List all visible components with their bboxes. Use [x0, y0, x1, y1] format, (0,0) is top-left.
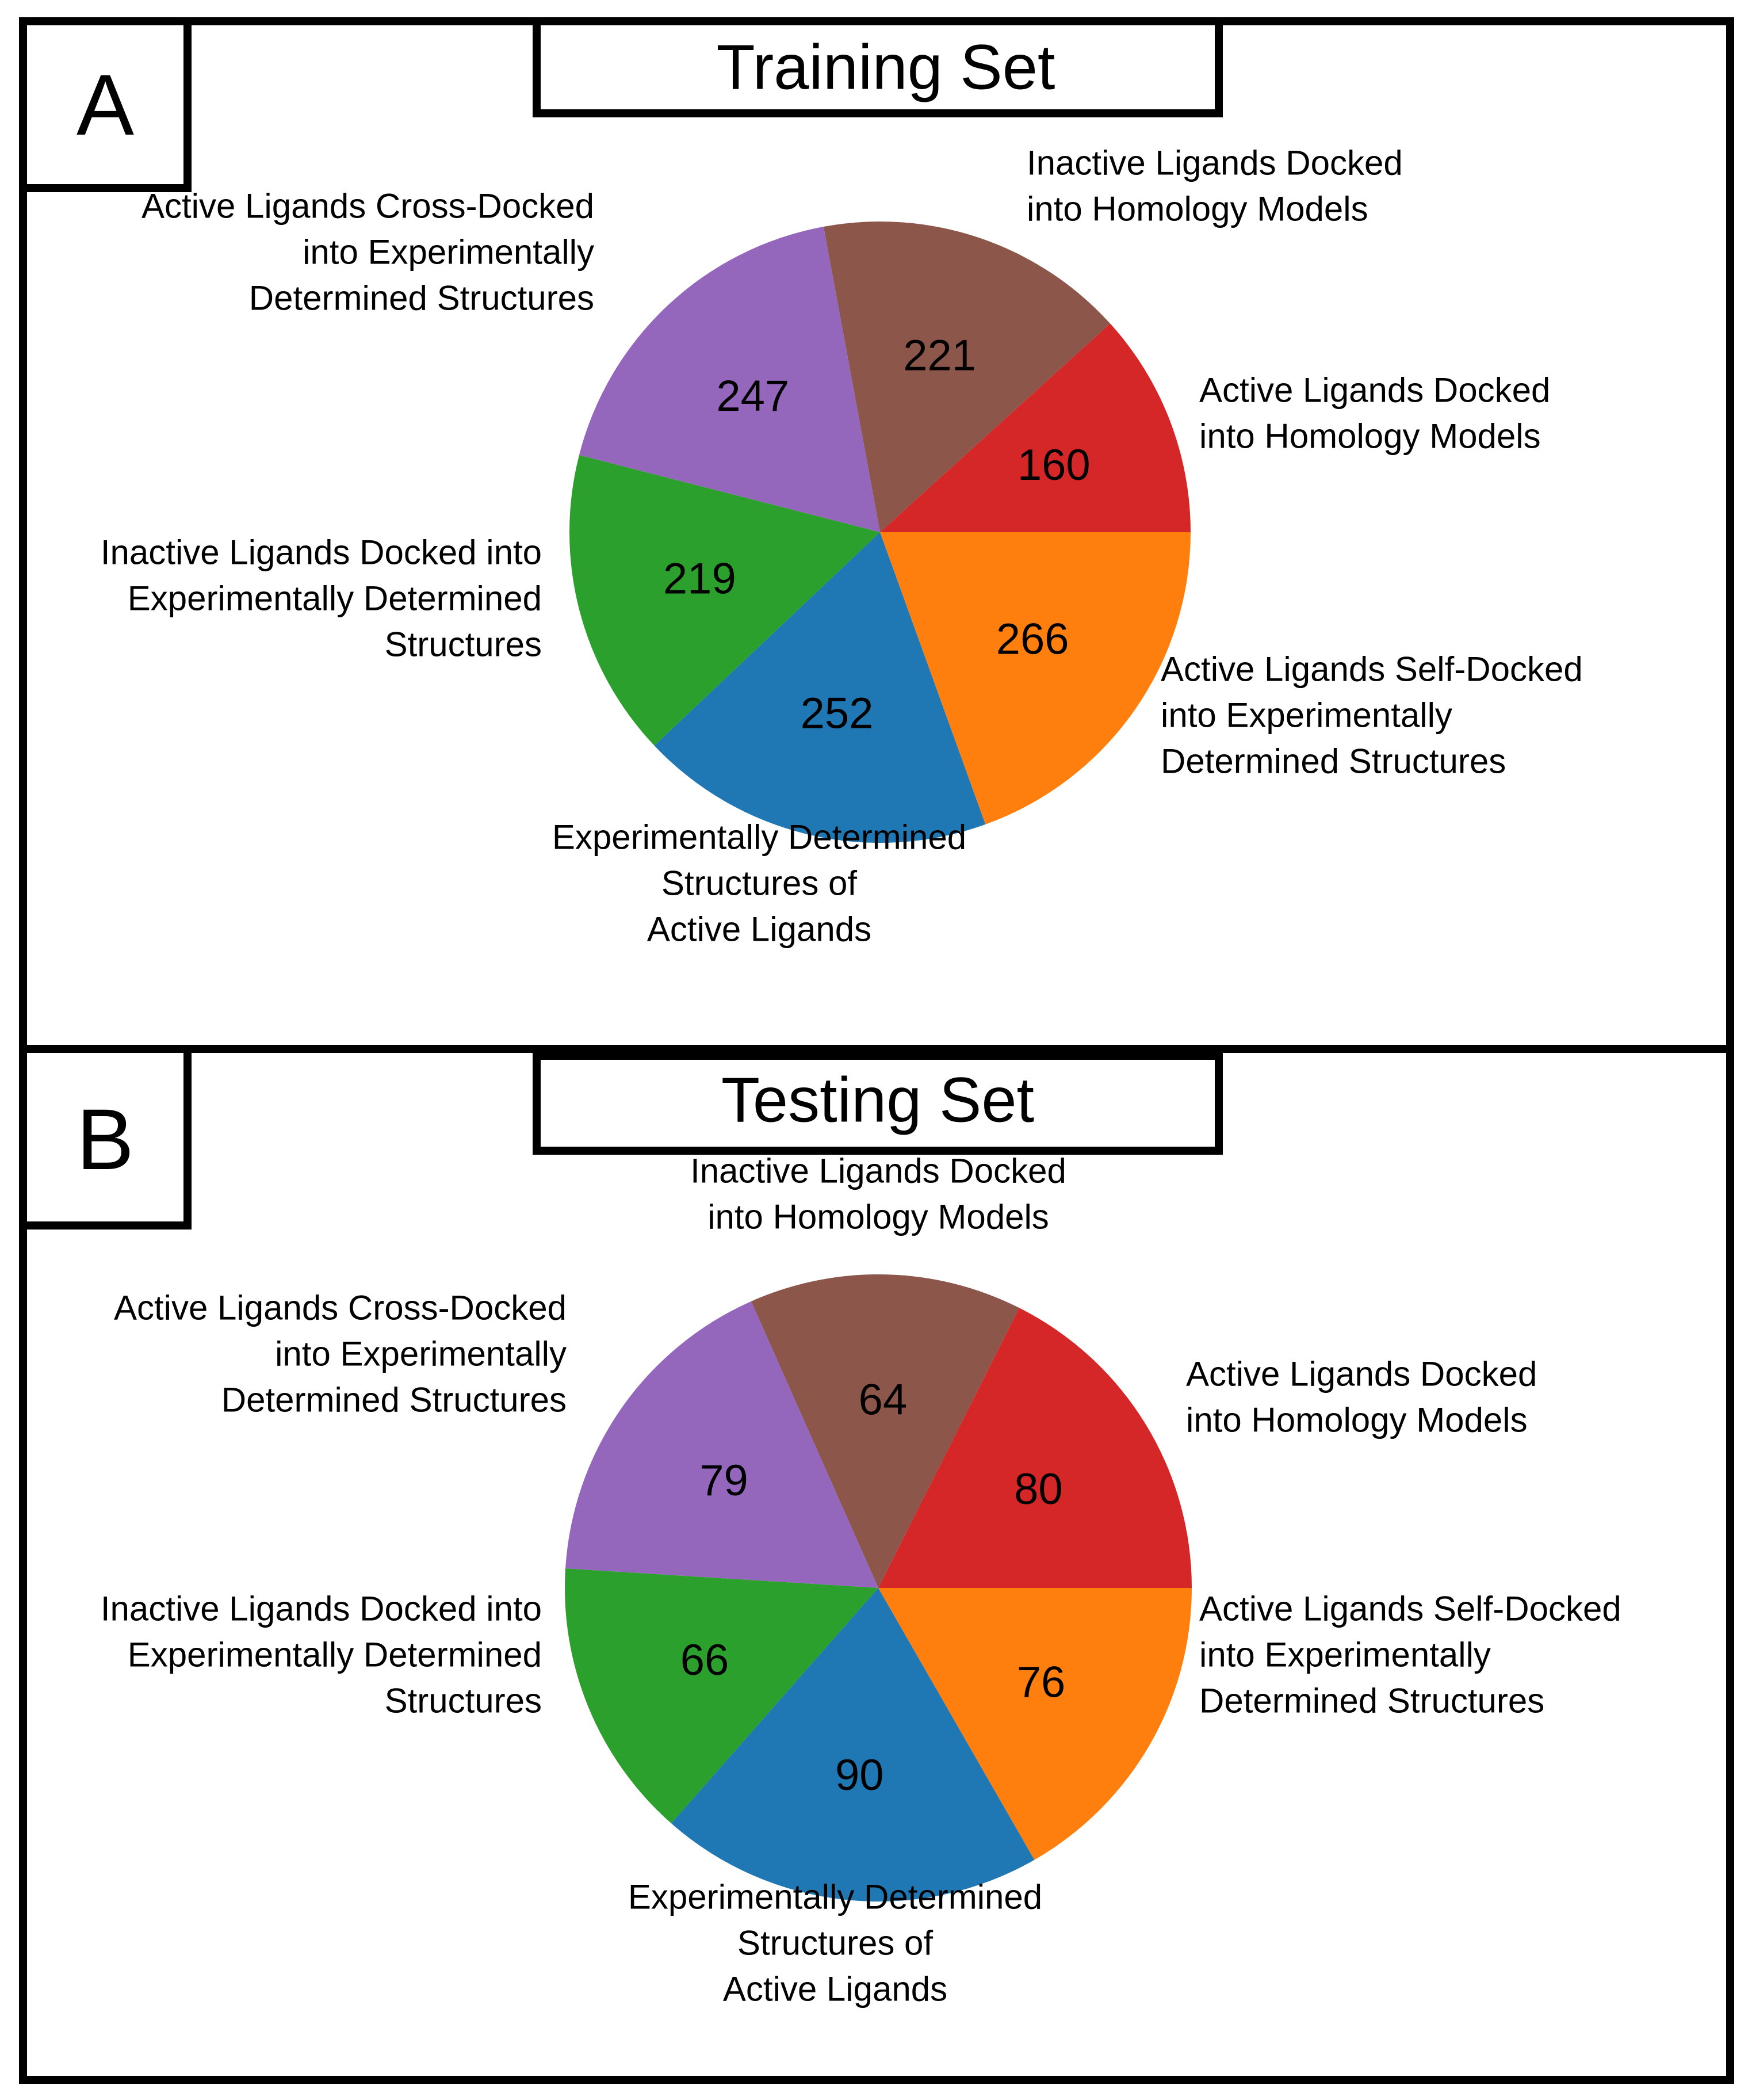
- slice-value-label: 80: [1014, 1465, 1063, 1514]
- pie-slice: [569, 455, 880, 746]
- slice-category-label: Active Ligands Docked into Homology Model…: [1199, 371, 1550, 456]
- pie-slice: [878, 1588, 1192, 1860]
- slice-category-label-line: Active Ligands Self-Docked: [1199, 1590, 1621, 1628]
- panel-a-title: Training Set: [717, 32, 1055, 103]
- slice-category-label-line: Inactive Ligands Docked into: [101, 1590, 542, 1628]
- slice-category-label-line: Determined Structures: [249, 279, 594, 318]
- slice-category-label-line: Active Ligands Cross-Docked: [114, 1289, 567, 1327]
- slice-category-label-line: Inactive Ligands Docked into: [101, 533, 542, 572]
- pie-slice: [654, 532, 986, 843]
- slice-category-label-line: into Experimentally: [1199, 1636, 1491, 1674]
- panel-b: B Testing Set 80 Active Ligands Docked int…: [19, 1045, 1621, 2009]
- slice-category-label-line: Active Ligands Self-Docked: [1161, 650, 1583, 689]
- slice-category-label: Active Ligands Self-Docked into Experimen…: [1161, 650, 1583, 781]
- slice-category-label-line: into Experimentally: [303, 233, 594, 272]
- slice-category-label: Active Ligands Cross-Docked into Experime…: [141, 187, 594, 318]
- panel-b-letter-box: [19, 1045, 192, 1230]
- slice-value-label: 90: [835, 1751, 884, 1800]
- pie-slice: [565, 1568, 878, 1824]
- panel-a-title-box: [533, 17, 1223, 117]
- pie-chart-training: 160 Active Ligands Docked into Homology Mo…: [101, 144, 1583, 949]
- slice-value-label: 64: [859, 1376, 908, 1425]
- slice-category-label: Active Ligands Docked into Homology Model…: [1186, 1355, 1537, 1440]
- slice-category-label-line: into Homology Models: [1027, 190, 1368, 228]
- slice-value-label: 76: [1017, 1658, 1066, 1706]
- slice-category-label-line: Experimentally Determined: [552, 818, 966, 857]
- pie-slice: [671, 1588, 1035, 1902]
- slice-category-label-line: Determined Structures: [221, 1381, 567, 1419]
- slice-value-label: 266: [996, 615, 1069, 664]
- slice-category-label: Active Ligands Cross-Docked into Experime…: [114, 1289, 567, 1419]
- panel-b-title-box: [533, 1052, 1223, 1155]
- slice-category-label: Active Ligands Self-Docked into Experimen…: [1199, 1590, 1621, 1720]
- slice-category-label-line: Structures of: [737, 1924, 933, 1962]
- slice-value-label: 160: [1017, 441, 1091, 490]
- slice-category-label-line: Inactive Ligands Docked: [1027, 144, 1403, 182]
- slice-category-label: Inactive Ligands Docked into Homology Mod…: [690, 1152, 1066, 1236]
- pie-slice: [823, 222, 1111, 533]
- slice-value-label: 221: [903, 331, 976, 380]
- pie-slice: [878, 1308, 1192, 1588]
- panel-a-letter: A: [76, 56, 134, 153]
- pie-slice: [565, 1301, 878, 1588]
- slice-category-label-line: Experimentally Determined: [128, 1636, 542, 1674]
- pie-slice: [751, 1274, 1019, 1588]
- slice-category-label-line: Active Ligands Cross-Docked: [141, 187, 594, 226]
- slice-category-label-line: Inactive Ligands Docked: [690, 1152, 1066, 1190]
- slice-value-label: 79: [699, 1456, 748, 1505]
- slice-category-label-line: Active Ligands Docked: [1199, 371, 1550, 410]
- slice-category-label-line: into Homology Models: [707, 1198, 1049, 1236]
- slice-category-label-line: Structures: [385, 625, 542, 664]
- pie-chart-testing: 80 Active Ligands Docked into Homology Mod…: [101, 1152, 1621, 2009]
- slice-category-label-line: into Experimentally: [275, 1335, 567, 1373]
- slice-category-label-line: Determined Structures: [1161, 742, 1506, 781]
- slice-value-label: 66: [680, 1636, 729, 1685]
- slice-category-label-line: Experimentally Determined: [128, 579, 542, 618]
- slice-category-label-line: Active Ligands: [723, 1970, 947, 2009]
- panel-a-letter-box: [19, 17, 192, 192]
- slice-value-label: 247: [716, 372, 789, 421]
- slice-category-label-line: Structures of: [661, 864, 857, 903]
- pie-slice: [880, 323, 1191, 532]
- slice-category-label-line: Experimentally Determined: [628, 1878, 1042, 1916]
- slice-category-label-line: Active Ligands: [647, 910, 871, 949]
- panel-b-letter: B: [76, 1091, 134, 1188]
- slice-category-label-line: Structures: [385, 1682, 542, 1720]
- pie-slice: [880, 532, 1191, 824]
- pie-slice: [579, 227, 880, 533]
- slice-category-label-line: into Homology Models: [1186, 1401, 1528, 1440]
- panel-b-title: Testing Set: [721, 1065, 1034, 1136]
- panel-a: A Training Set 160 Active Ligands Docked i…: [19, 17, 1583, 949]
- slice-value-label: 219: [663, 555, 736, 604]
- slice-category-label-line: into Homology Models: [1199, 417, 1541, 456]
- slice-category-label-line: into Experimentally: [1161, 696, 1452, 735]
- slice-category-label: Inactive Ligands Docked into Homology Mod…: [1027, 144, 1403, 228]
- slice-category-label-line: Determined Structures: [1199, 1682, 1544, 1720]
- slice-category-label-line: Active Ligands Docked: [1186, 1355, 1537, 1393]
- slice-value-label: 252: [801, 689, 874, 738]
